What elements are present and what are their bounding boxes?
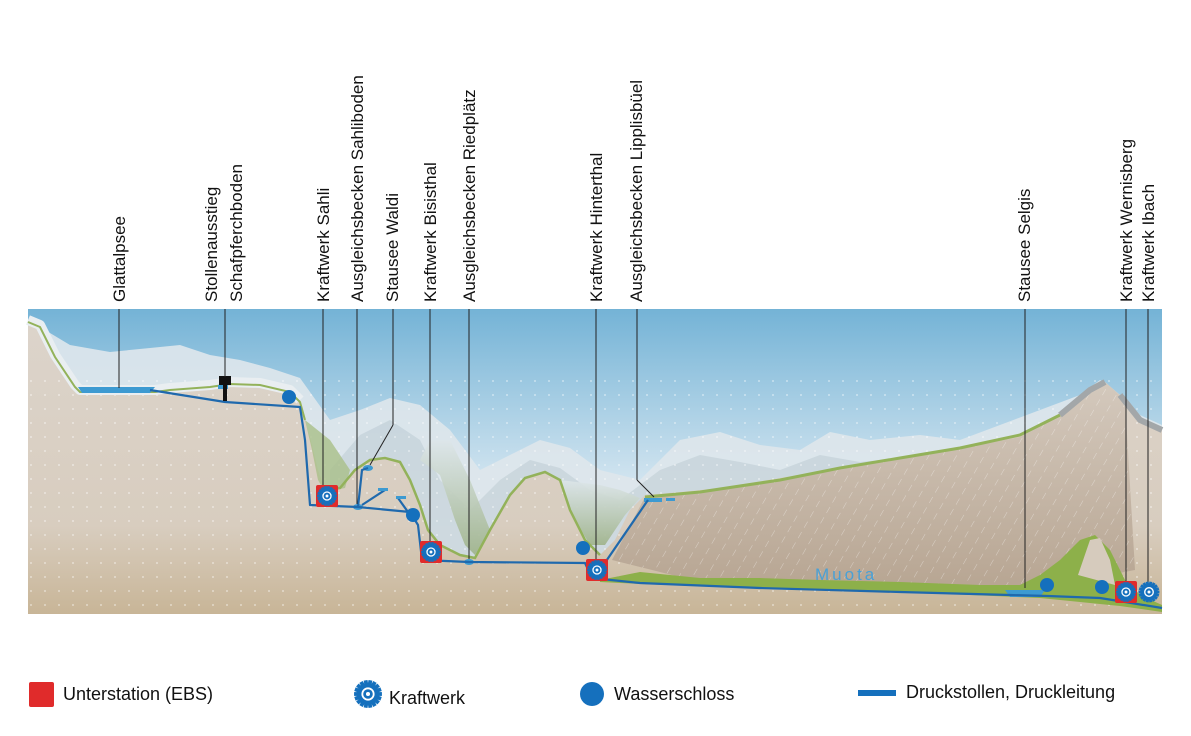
river-label-muota: Muota [815, 565, 877, 584]
pressure-pipes [149, 386, 1163, 610]
leader-ausgleichsbecken-lipplisbueel [636, 479, 655, 498]
substation-swatch-icon [29, 682, 54, 707]
valleys [305, 420, 640, 555]
surge-tank-icon [576, 541, 590, 555]
legend-power-plant-label: Kraftwerk [389, 688, 466, 708]
label-kraftwerk-sahli: Kraftwerk Sahli [314, 188, 333, 302]
surge-tank-icon [1040, 578, 1054, 592]
power-plant-kraftwerk-bisisthal-gear-icon [421, 542, 441, 562]
label-stollenausstieg-schafpferchboden: Stollenausstieg [202, 187, 221, 302]
power-plant-kraftwerk-wernisberg-gear-icon [1116, 582, 1136, 602]
basin-lipplisbueel [644, 498, 662, 502]
power-plant-kraftwerk-ibach-gear-icon [1138, 581, 1160, 603]
legend-substation-label: Unterstation (EBS) [63, 684, 214, 704]
leader-lines [118, 309, 1149, 588]
label-kraftwerk-ibach: Kraftwerk Ibach [1139, 184, 1158, 302]
power-plant-kraftwerk-hinterthal-gear-icon [587, 560, 607, 580]
label-ausgleichsbecken-riedplaetz: Ausgleichsbecken Riedplätz [460, 89, 479, 302]
label-stausee-selgis: Stausee Selgis [1015, 189, 1034, 302]
legend-gear-shape [354, 679, 382, 708]
tunnel-exit-tower [219, 376, 231, 401]
location-labels: Glattalpsee Stollenausstieg Schafpferchbod… [110, 75, 1158, 302]
legend-power-plant: Kraftwerk [353, 678, 465, 709]
legend-surge-tank-label: Wasserschloss [614, 683, 735, 704]
surge-tank-icon [1095, 580, 1109, 594]
label-stollenausstieg-schafpferchboden: Schafpferchboden [227, 164, 246, 302]
pressure-pipe-line-icon [858, 689, 896, 696]
legend: Unterstation (EBS) Kraftwerk Wasserschlo… [0, 672, 1191, 722]
label-ausgleichsbecken-lipplisbueel: Ausgleichsbecken Lipplisbüel [627, 80, 646, 302]
power-plants [316, 485, 1160, 603]
power-plant-gear-icon [354, 679, 382, 708]
legend-pressure-pipe: Druckstollen, Druckleitung [858, 682, 1115, 703]
label-kraftwerk-hinterthal: Kraftwerk Hinterthal [587, 153, 606, 302]
surge-tank-icon [282, 390, 296, 404]
leader-stausee-waldi [369, 424, 394, 466]
lake-glattalpsee [78, 387, 155, 393]
surge-tank-dot-icon [580, 682, 604, 706]
power-plant-kraftwerk-sahli-gear-icon [317, 486, 337, 506]
label-ausgleichsbecken-sahliboden: Ausgleichsbecken Sahliboden [348, 75, 367, 302]
surge-tank-icon [406, 508, 420, 522]
label-glattalpsee: Glattalpsee [110, 216, 129, 302]
label-kraftwerk-bisisthal: Kraftwerk Bisisthal [421, 162, 440, 302]
label-stausee-waldi: Stausee Waldi [383, 193, 402, 302]
legend-surge-tank: Wasserschloss [580, 682, 734, 706]
legend-substation: Unterstation (EBS) [29, 682, 213, 707]
label-kraftwerk-wernisberg: Kraftwerk Wernisberg [1117, 139, 1136, 302]
legend-pressure-pipe-label: Druckstollen, Druckleitung [906, 682, 1116, 702]
surge-tanks [282, 390, 1109, 594]
